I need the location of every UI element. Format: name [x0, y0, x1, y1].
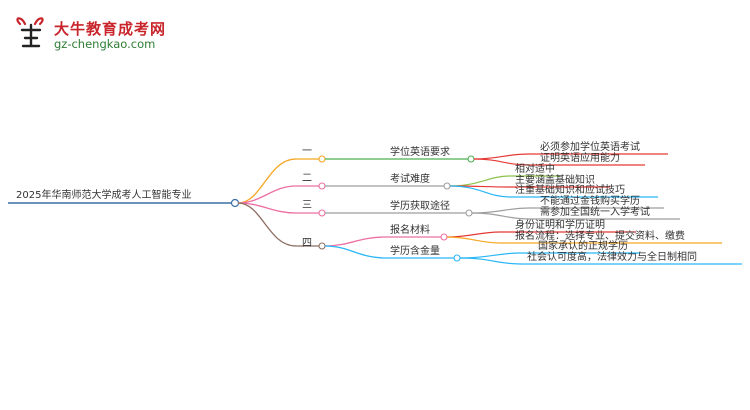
edge-root-4: [237, 202, 297, 247]
branch-2-number: 二: [302, 173, 312, 184]
branch-3-number: 三: [302, 200, 312, 211]
root-node: [230, 198, 240, 208]
leaf-1-1: 必须参加学位英语考试: [540, 142, 640, 153]
leaf-1-2: 证明英语应用能力: [540, 153, 620, 164]
bull-logo-icon: [16, 17, 44, 48]
leaf-4-1-2: 报名流程：选择专业、提交资料、缴费: [515, 231, 685, 242]
leaf-3-1: 不能通过金钱购买学历: [540, 196, 640, 207]
leaf-2-2: 主要涵盖基础知识: [515, 175, 595, 186]
branch-4-number: 四: [302, 238, 312, 249]
topic-diploma-route: 学历获取途径: [390, 201, 450, 212]
edge-root-2: [237, 185, 297, 204]
leaf-2-3: 注重基础知识和应试技巧: [515, 185, 625, 196]
leaf-4-2-2: 社会认可度高，法律效力与全日制相同: [527, 252, 697, 263]
topic-registration-materials: 报名材料: [390, 225, 430, 236]
brand-url[interactable]: gz-chengkao.com: [54, 37, 156, 51]
topic-diploma-value: 学历含金量: [390, 246, 440, 257]
leaf-2-1: 相对适中: [515, 164, 555, 175]
leaf-3-2: 需参加全国统一入学考试: [540, 207, 650, 218]
site-logo[interactable]: 大牛教育成考网 gz-chengkao.com: [14, 16, 174, 56]
root-label: 2025年华南师范大学成考人工智能专业: [16, 190, 192, 201]
topic-exam-difficulty: 考试难度: [390, 174, 430, 185]
leaf-4-1-1: 身份证明和学历证明: [515, 220, 605, 231]
brand-name: 大牛教育成考网: [54, 20, 167, 38]
leaf-4-2-1: 国家承认的正规学历: [538, 241, 628, 252]
edge-root-1: [237, 158, 297, 204]
branch-1-number: 一: [302, 146, 312, 157]
topic-degree-english: 学位英语要求: [390, 147, 450, 158]
